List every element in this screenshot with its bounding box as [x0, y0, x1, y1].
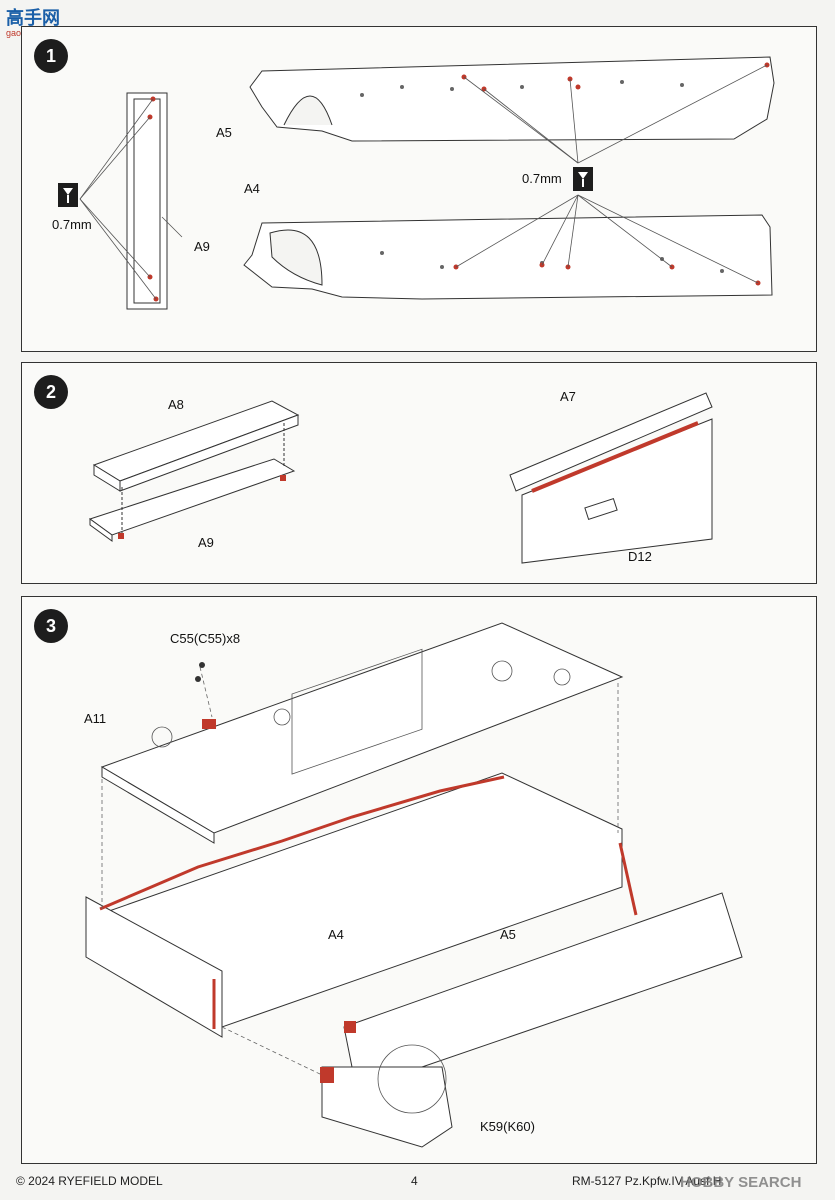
step-2-panel: 2 A8 A9 A7 D12: [21, 362, 817, 584]
label-a9: A9: [198, 535, 214, 550]
copyright-text: © 2024 RYEFIELD MODEL: [16, 1174, 163, 1188]
step-1-badge: 1: [34, 39, 68, 73]
label-drill-size-left: 0.7mm: [52, 217, 92, 232]
step-1-panel: 1: [21, 26, 817, 352]
label-a4: A4: [244, 181, 260, 196]
watermark-title: 高手网: [6, 7, 60, 29]
label-k59: K59(K60): [480, 1119, 535, 1134]
step-2-badge: 2: [34, 375, 68, 409]
label-a8: A8: [168, 397, 184, 412]
label-drill-size-right: 0.7mm: [522, 171, 562, 186]
label-c55: C55(C55)x8: [170, 631, 241, 646]
drill-icon: [573, 167, 593, 191]
page-number: 4: [411, 1174, 418, 1188]
step-3-panel: 3: [21, 596, 817, 1164]
label-a11: A11: [84, 711, 107, 726]
label-a9: A9: [194, 239, 210, 254]
label-a5: A5: [500, 927, 516, 942]
hobby-search-logo: HOBBY SEARCH: [676, 1170, 826, 1192]
step-1-drawing: [58, 56, 775, 310]
drill-icon: [58, 183, 78, 207]
logo-text: HOBBY SEARCH: [680, 1174, 801, 1191]
label-a7: A7: [560, 389, 576, 404]
product-code: RM-5127 Pz.Kpfw.IV Ausf.H: [572, 1174, 722, 1188]
label-a5: A5: [216, 125, 232, 140]
label-a4: A4: [328, 927, 344, 942]
label-d12: D12: [628, 549, 652, 564]
step-2-drawing: [88, 392, 713, 564]
step-3-badge: 3: [34, 609, 68, 643]
step-3-drawing: [85, 622, 743, 1148]
